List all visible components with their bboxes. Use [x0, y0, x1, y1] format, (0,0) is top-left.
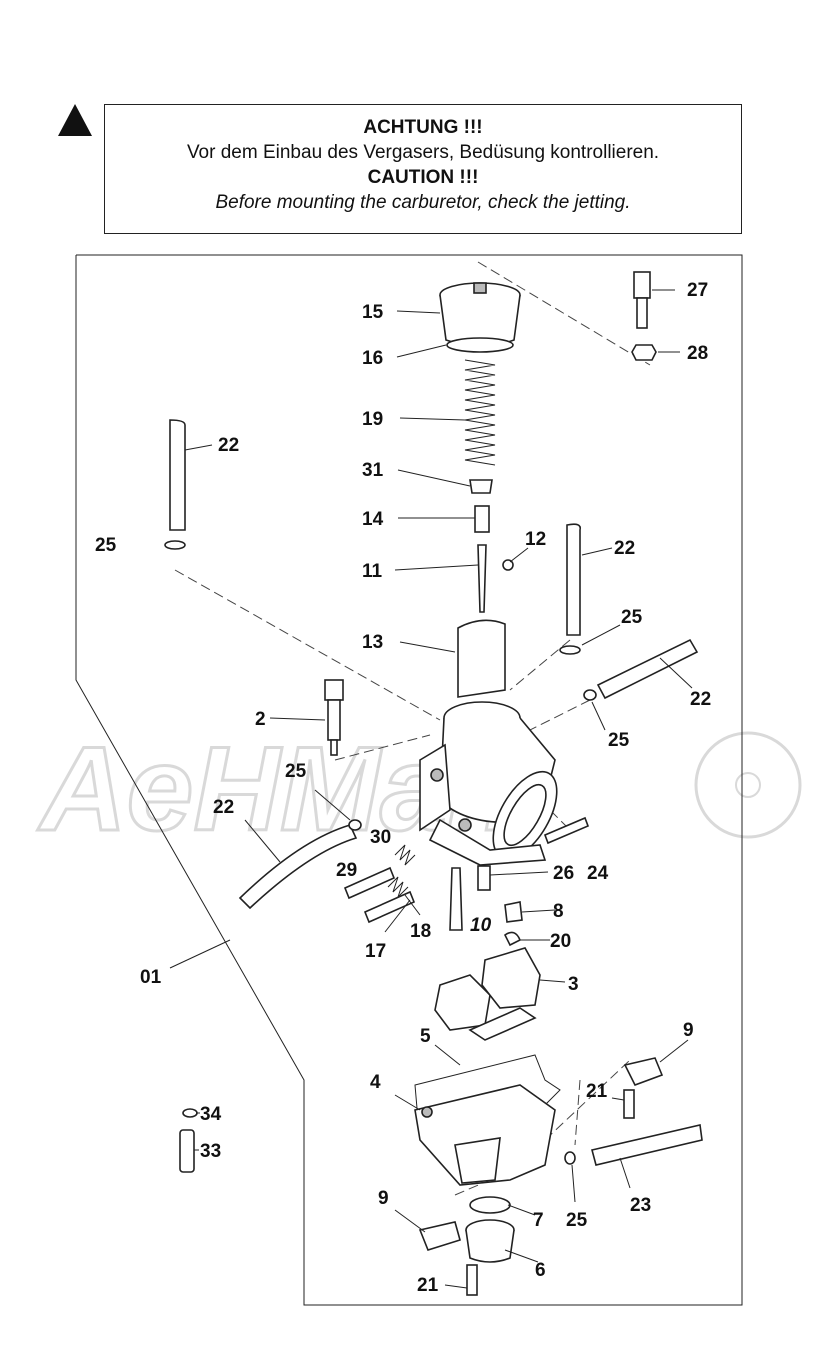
cover-plate-2 — [418, 1221, 461, 1251]
hose-clamp-3 — [583, 689, 597, 701]
label-17: 17 — [365, 941, 386, 962]
throttle-slide-part — [457, 619, 506, 698]
screw-29-part — [343, 866, 396, 900]
label-2: 2 — [255, 709, 266, 730]
label-12: 12 — [525, 529, 546, 550]
label-28: 28 — [687, 343, 708, 364]
vent-hose-3 — [596, 638, 699, 700]
hose-clamp-2 — [559, 645, 581, 655]
label-8: 8 — [553, 901, 564, 922]
caution-text-de: Vor dem Einbau des Vergasers, Bedüsung k… — [186, 142, 660, 163]
label-25d: 25 — [285, 761, 307, 782]
label-10: 10 — [470, 915, 492, 936]
label-29: 29 — [336, 860, 357, 881]
label-34: 34 — [200, 1104, 222, 1125]
caution-text-en: Before mounting the carburetor, check th… — [215, 192, 631, 213]
carb-cap-part — [439, 282, 521, 347]
label-9a: 9 — [683, 1020, 694, 1041]
caution-title-en: CAUTION !!! — [367, 167, 479, 188]
label-4: 4 — [370, 1072, 381, 1093]
hose-clamp-1 — [164, 540, 186, 550]
vent-hose-4 — [238, 824, 358, 910]
hose-clamp-5 — [564, 1151, 576, 1165]
label-25b: 25 — [621, 607, 643, 628]
drain-plug-part — [465, 1219, 515, 1263]
label-16: 16 — [362, 348, 383, 369]
label-22c: 22 — [690, 689, 711, 710]
label-3: 3 — [568, 974, 579, 995]
jet-needle-part — [477, 544, 487, 613]
label-20: 20 — [550, 931, 571, 952]
o-ring-part — [469, 1196, 511, 1214]
label-25c: 25 — [608, 730, 630, 751]
pilot-jet-part — [477, 865, 491, 891]
spring-18-part — [387, 876, 409, 898]
label-22d: 22 — [213, 797, 234, 818]
warning-triangle-icon — [58, 104, 92, 136]
needle-holder-part — [474, 505, 490, 533]
caution-box: ACHTUNG !!! Vor dem Einbau des Vergasers… — [104, 104, 742, 234]
label-11: 11 — [362, 561, 383, 582]
label-15: 15 — [362, 302, 384, 323]
label-5: 5 — [420, 1026, 431, 1047]
label-30: 30 — [370, 827, 391, 848]
needle-jet-part — [449, 867, 463, 931]
vent-hose-1 — [169, 419, 186, 531]
label-6: 6 — [535, 1260, 546, 1281]
label-24: 24 — [587, 863, 609, 884]
needle-clip-part — [502, 559, 514, 571]
idle-screw-part — [324, 679, 344, 756]
cover-plate-1 — [623, 1057, 664, 1086]
label-27: 27 — [687, 280, 708, 301]
slide-spring-part — [464, 359, 496, 466]
label-25a: 25 — [95, 535, 117, 556]
spring-30-part — [394, 844, 416, 866]
vent-hose-2 — [566, 523, 582, 636]
caution-title-de: ACHTUNG !!! — [363, 117, 483, 138]
screw-17-part — [363, 890, 416, 924]
label-13: 13 — [362, 632, 383, 653]
small-o-ring-part — [182, 1108, 198, 1118]
float-part — [434, 947, 541, 1041]
adjust-bolt-part — [633, 271, 651, 329]
label-31: 31 — [362, 460, 384, 481]
label-33: 33 — [200, 1141, 221, 1162]
label-9b: 9 — [378, 1188, 389, 1209]
label-14: 14 — [362, 509, 384, 530]
main-jet-part — [504, 901, 523, 923]
label-25e: 25 — [566, 1210, 588, 1231]
label-21b: 21 — [417, 1275, 439, 1296]
label-21a: 21 — [586, 1081, 608, 1102]
label-22b: 22 — [614, 538, 635, 559]
small-tube-part — [179, 1129, 195, 1173]
needle-seat-part — [469, 479, 493, 494]
assembly-frame — [75, 254, 743, 1306]
overflow-hose-part — [591, 1124, 703, 1166]
screw-21b-part — [466, 1264, 478, 1296]
carburetor-body-part — [419, 701, 558, 866]
label-26: 26 — [553, 863, 574, 884]
float-pin-clip-part — [503, 931, 522, 947]
label-23: 23 — [630, 1195, 651, 1216]
label-22a: 22 — [218, 435, 239, 456]
cap-gasket-part — [446, 337, 514, 353]
float-bowl-part — [414, 1084, 556, 1186]
screw-21a-part — [623, 1089, 635, 1119]
nut-part — [631, 344, 657, 361]
label-18: 18 — [410, 921, 431, 942]
label-19: 19 — [362, 409, 383, 430]
label-01: 01 — [140, 967, 162, 988]
vent-pin-part — [543, 816, 590, 845]
label-7: 7 — [533, 1210, 544, 1231]
leader-lines — [169, 289, 693, 1289]
watermark-wheel-icon — [694, 731, 802, 839]
hose-clamp-4 — [348, 819, 362, 831]
